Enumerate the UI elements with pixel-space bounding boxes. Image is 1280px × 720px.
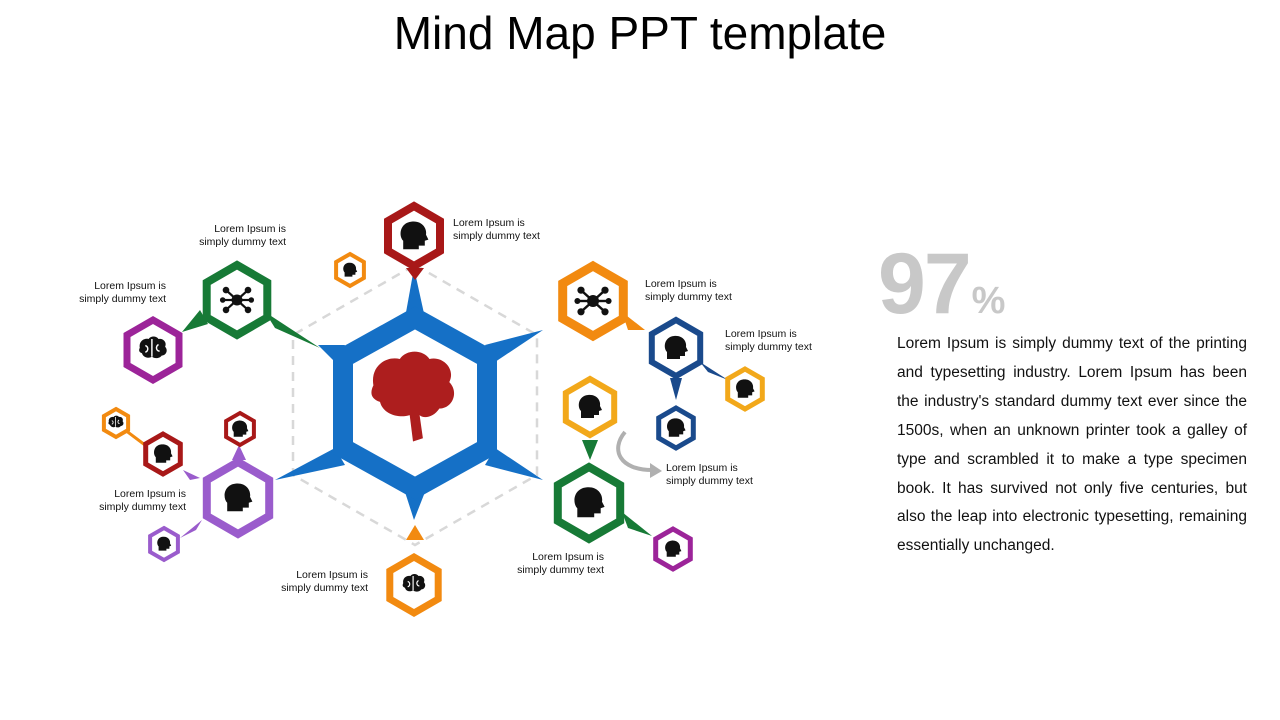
brain-icon	[402, 573, 426, 593]
label-line: simply dummy text	[199, 236, 286, 248]
hex-node	[334, 251, 366, 289]
center-node	[333, 306, 497, 500]
hex-node	[143, 431, 183, 477]
hex-node	[123, 315, 183, 385]
label-line: Lorem Ipsum is	[453, 217, 525, 229]
hex-node	[562, 375, 618, 439]
label-line: Lorem Ipsum is	[94, 280, 166, 292]
page-title: Mind Map PPT template	[393, 7, 887, 59]
hex-node	[653, 526, 693, 572]
hex-node	[725, 366, 765, 412]
label-bottom-left: Lorem Ipsum is simply dummy text	[86, 488, 186, 514]
dashed-hexagon	[291, 263, 539, 547]
label-top-right: Lorem Ipsum is simply dummy text	[645, 278, 732, 304]
label-line: Lorem Ipsum is	[666, 462, 738, 474]
label-bottom-right: Lorem Ipsum is simply dummy text	[504, 551, 604, 577]
label-left: Lorem Ipsum is simply dummy text	[66, 280, 166, 306]
stat-percentage: 97%	[878, 236, 1005, 332]
description-paragraph: Lorem Ipsum is simply dummy text of the …	[897, 335, 1247, 555]
label-line: simply dummy text	[453, 230, 540, 242]
hex-node	[224, 410, 256, 448]
label-lower-right: Lorem Ipsum is simply dummy text	[666, 462, 753, 488]
label-line: simply dummy text	[725, 341, 812, 353]
hex-node	[148, 525, 180, 563]
label-bottom-center: Lorem Ipsum is simply dummy text	[268, 569, 368, 595]
hex-node	[384, 201, 444, 271]
label-line: Lorem Ipsum is	[645, 278, 717, 290]
hex-node	[648, 316, 704, 380]
label-line: Lorem Ipsum is	[296, 569, 368, 581]
label-line: Lorem Ipsum is	[114, 488, 186, 500]
curved-arrow	[616, 430, 653, 472]
label-line: simply dummy text	[645, 291, 732, 303]
label-line: Lorem Ipsum is	[214, 223, 286, 235]
connectors	[124, 268, 728, 540]
label-right: Lorem Ipsum is simply dummy text	[725, 328, 812, 354]
curved-arrow-head	[650, 463, 662, 478]
label-line: simply dummy text	[666, 475, 753, 487]
hex-node	[386, 552, 442, 618]
label-top-center: Lorem Ipsum is simply dummy text	[453, 217, 540, 243]
brain-split-icon	[108, 415, 124, 428]
hex-node	[553, 462, 625, 544]
hex-node	[202, 457, 274, 539]
hex-node	[101, 406, 131, 440]
brain-warning-icon	[138, 335, 168, 359]
hex-node	[202, 260, 272, 340]
brain-icon	[371, 351, 455, 442]
label-line: simply dummy text	[517, 564, 604, 576]
label-line: simply dummy text	[281, 582, 368, 594]
label-line: Lorem Ipsum is	[725, 328, 797, 340]
hex-node	[558, 260, 628, 342]
label-top-left: Lorem Ipsum is simply dummy text	[186, 223, 286, 249]
hex-node	[656, 405, 696, 451]
stat-value: 97	[878, 236, 972, 332]
label-line: Lorem Ipsum is	[532, 551, 604, 563]
label-line: simply dummy text	[99, 501, 186, 513]
stat-unit: %	[971, 280, 1006, 322]
label-line: simply dummy text	[79, 293, 166, 305]
